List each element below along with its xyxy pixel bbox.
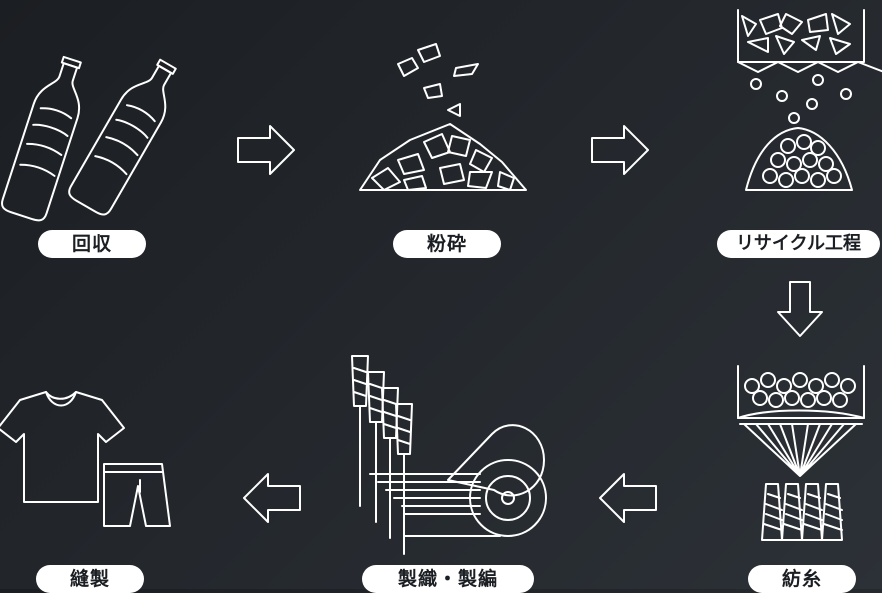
step-label-collection: 回収 — [38, 230, 146, 258]
clothing-icon — [0, 392, 170, 526]
arrow-left-icon-2 — [244, 474, 300, 522]
fabric-roll-icon — [352, 356, 546, 554]
arrow-right-icon-1 — [238, 126, 294, 174]
step-label-crushing: 粉砕 — [393, 230, 501, 258]
flakes-icon — [360, 44, 526, 190]
spinning-hopper-icon — [738, 366, 864, 540]
bottles-icon — [0, 53, 188, 223]
arrow-left-icon-1 — [600, 474, 656, 522]
step-label-recycling: リサイクル工程 — [717, 230, 880, 258]
arrow-right-icon-2 — [592, 126, 648, 174]
arrow-down-icon — [778, 282, 822, 336]
hopper-pellets-icon — [738, 10, 882, 190]
